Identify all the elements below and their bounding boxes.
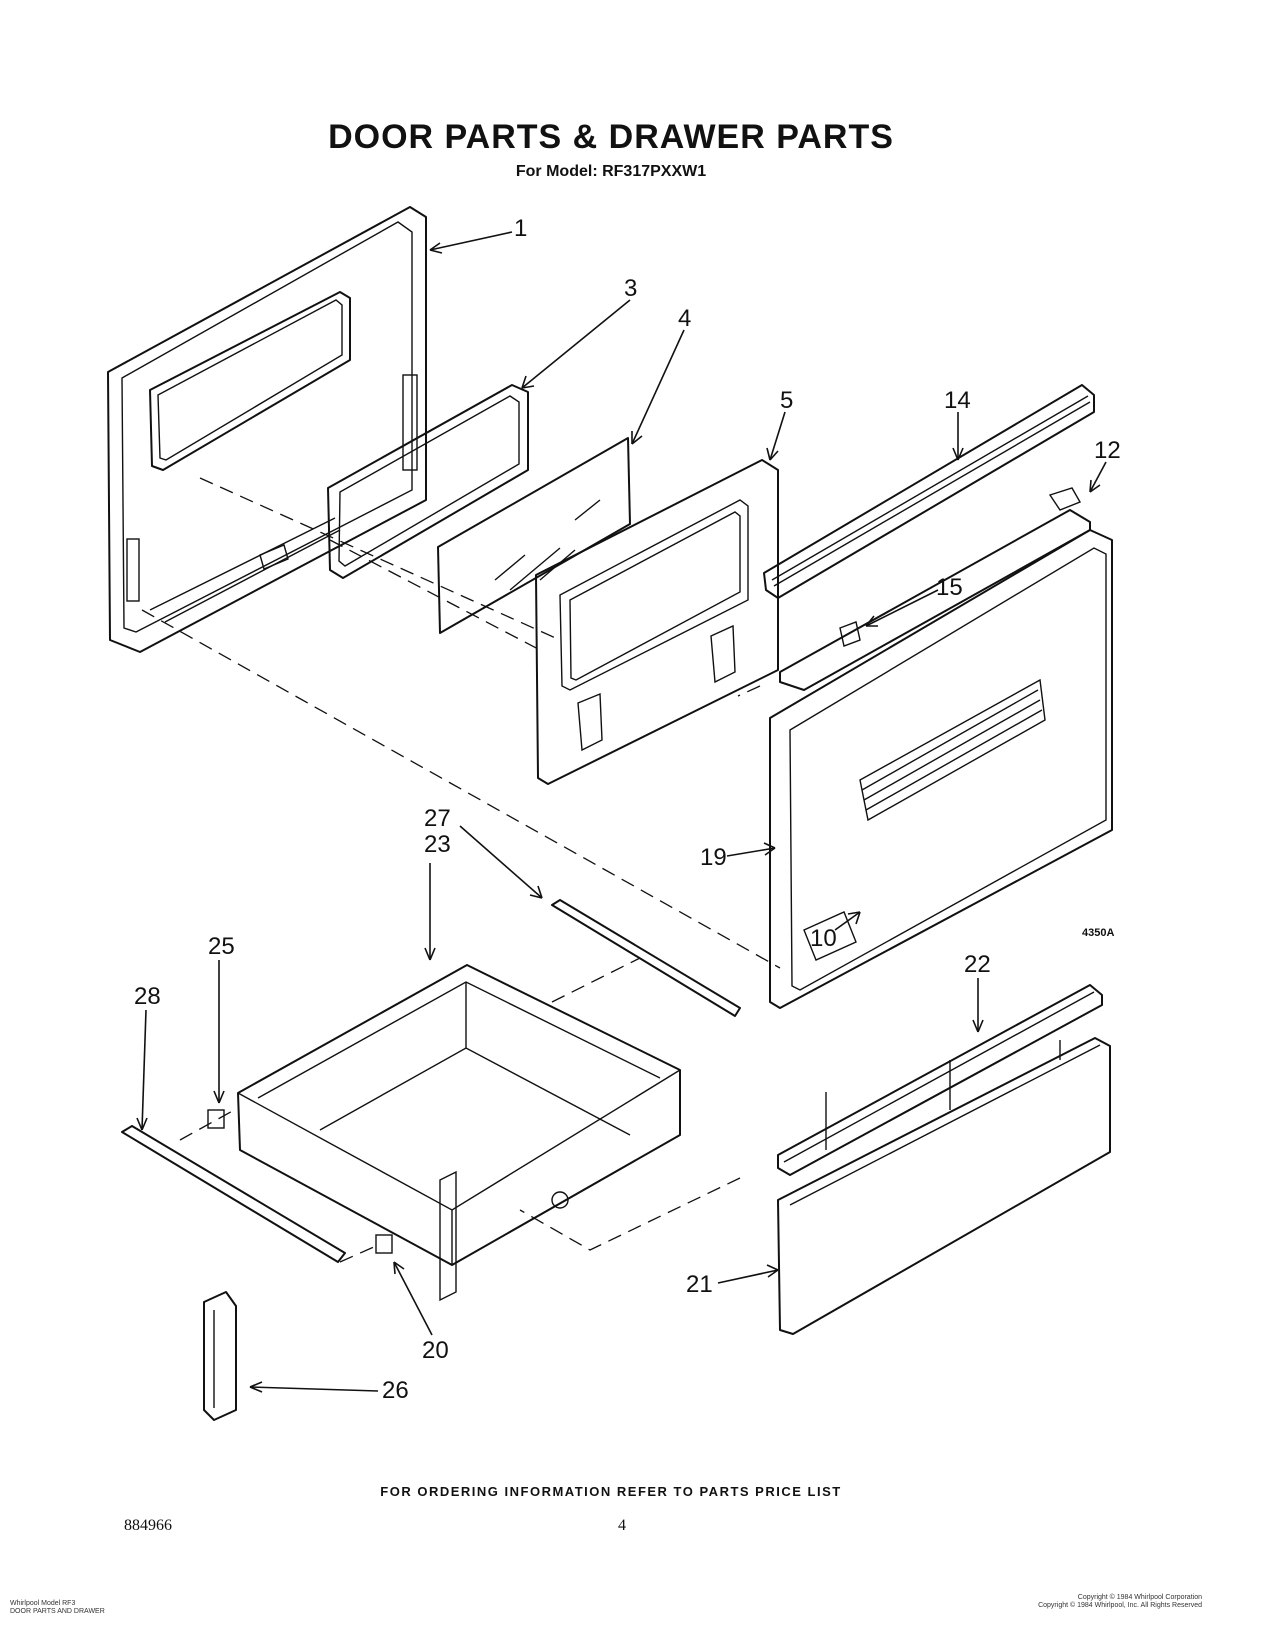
callout-12: 12	[1094, 437, 1121, 464]
callout-20: 20	[422, 1337, 449, 1364]
callout-numbers: 1 3 4 5 14 12 15 19 10 27 23 25 28 22 20…	[134, 215, 1121, 1404]
callout-15: 15	[936, 574, 963, 601]
callout-4: 4	[678, 305, 691, 332]
callout-3: 3	[624, 275, 637, 302]
footer-copyright: Copyright © 1984 Whirlpool Corporation C…	[1038, 1594, 1202, 1610]
alignment-lines	[141, 477, 781, 1263]
footer-left-line-2: DOOR PARTS AND DRAWER	[10, 1608, 105, 1615]
callout-27: 27	[424, 805, 451, 832]
part-door-trim-strip	[763, 384, 1095, 599]
footer-copyright-line-2: Copyright © 1984 Whirlpool, Inc. All Rig…	[1038, 1602, 1202, 1609]
ordering-info-note: FOR ORDERING INFORMATION REFER TO PARTS …	[380, 1484, 842, 1499]
page-title: DOOR PARTS & DRAWER PARTS	[328, 118, 894, 156]
callout-22: 22	[964, 951, 991, 978]
callout-21: 21	[686, 1271, 713, 1298]
footer-left-fine-print: Whirlpool Model RF3 DOOR PARTS AND DRAWE…	[10, 1600, 105, 1616]
part-window-glass	[437, 437, 631, 634]
part-gasket	[327, 384, 529, 579]
callout-25: 25	[208, 933, 235, 960]
callout-19: 19	[700, 844, 727, 871]
callout-1: 1	[514, 215, 527, 242]
page-number: 4	[618, 1517, 626, 1534]
model-subtitle: For Model: RF317PXXW1	[515, 163, 707, 180]
document-number: 884966	[124, 1517, 172, 1534]
callout-10: 10	[810, 925, 837, 952]
part-drawer-body	[237, 964, 681, 1302]
callout-5: 5	[780, 387, 793, 414]
callout-23: 23	[424, 831, 451, 858]
part-inner-door-liner	[535, 459, 779, 785]
callout-leaders	[136, 231, 1107, 1393]
part-drawer-front	[777, 1037, 1111, 1335]
part-door-frame-top	[779, 487, 1091, 691]
part-drawer-rail	[551, 899, 741, 1017]
part-drawer-side-rail	[121, 1125, 346, 1263]
part-brackets	[207, 1109, 393, 1254]
part-drawer-trim-strip	[777, 984, 1103, 1176]
callout-28: 28	[134, 983, 161, 1010]
part-outer-door-panel	[769, 529, 1113, 1009]
callout-14: 14	[944, 387, 971, 414]
part-side-bracket	[203, 1291, 237, 1421]
callout-26: 26	[382, 1377, 409, 1404]
drawing-code: 4350A	[1082, 927, 1115, 939]
part-outer-door	[107, 206, 427, 653]
footer-copyright-line-1: Copyright © 1984 Whirlpool Corporation	[1077, 1594, 1202, 1601]
footer-left-line-1: Whirlpool Model RF3	[10, 1600, 76, 1607]
